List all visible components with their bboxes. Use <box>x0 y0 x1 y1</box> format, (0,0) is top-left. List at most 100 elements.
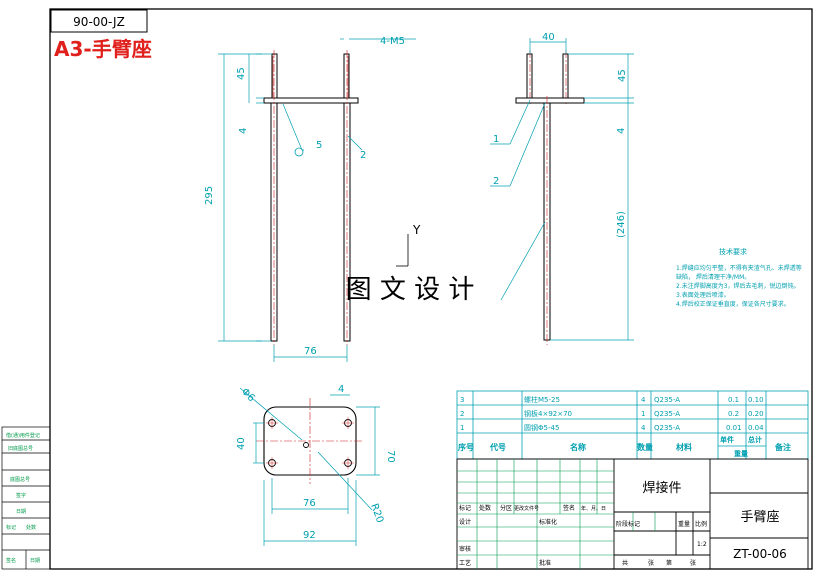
top-dim-4: 4 <box>338 384 344 395</box>
side-dim-40: 40 <box>542 32 555 43</box>
part-name: 手臂座 <box>740 510 779 525</box>
bom-table: 3 螺柱M5-25 4 Q235-A 0.1 0.10 2 钢板4×92×70 … <box>456 390 809 460</box>
rev-header-mark: 标记 <box>459 504 471 512</box>
bom-header-weight: 重量 <box>734 449 748 458</box>
sheet-border <box>49 8 813 570</box>
bom-header-seq: 序号 <box>458 442 474 452</box>
center-hole <box>303 442 309 448</box>
bom-header-single: 单件 <box>720 435 734 444</box>
bom-name: 螺柱M5-25 <box>524 395 560 404</box>
bom-seq: 3 <box>460 396 464 404</box>
strip-item: 借(通)用件登记 <box>6 432 40 439</box>
front-dim-295: 295 <box>204 186 215 205</box>
rev-header-count: 处数 <box>479 504 491 512</box>
front-balloon-2: 2 <box>360 150 366 161</box>
tech-note-line: 3.表面处理后喷漆。 <box>676 291 730 299</box>
scale-value: 1:2 <box>697 541 707 548</box>
side-balloon-2: 2 <box>493 176 499 187</box>
front-dim-45: 45 <box>236 67 247 80</box>
side-stud-left <box>526 53 533 99</box>
front-thread-label: 4-M5 <box>380 36 405 47</box>
weight-label: 重量 <box>678 520 690 528</box>
tech-note-line: 4.焊后校正保证垂直度，保证各尺寸要求。 <box>676 300 790 308</box>
strip-item: 处数 <box>26 524 36 531</box>
bom-header-total: 总计 <box>748 435 762 444</box>
bom-seq: 1 <box>460 424 464 432</box>
bom-material: Q235-A <box>654 396 680 404</box>
strip-item: 底图总号 <box>10 476 30 483</box>
sheet-unit-label: 张 <box>690 559 696 567</box>
bom-unit-weight: 0.01 <box>726 424 742 432</box>
front-balloon-5: 5 <box>316 140 322 151</box>
side-plate <box>515 97 585 104</box>
bom-header-qty: 数量 <box>637 442 653 452</box>
top-dim-92: 92 <box>303 530 316 541</box>
bom-total-weight: 0.20 <box>748 410 764 418</box>
side-view: 40 45 4 (246) 1 2 <box>490 32 634 345</box>
review-label: 审核 <box>459 545 471 553</box>
designer-label: 设计 <box>459 518 471 526</box>
rev-header-doc: 更改文件号 <box>514 505 539 512</box>
stage-mark-label: 阶段标记 <box>616 520 640 528</box>
top-dim-40: 40 <box>236 437 247 450</box>
tech-notes-title: 技术要求 <box>719 247 747 256</box>
top-dim-r20: R20 <box>368 502 385 524</box>
tech-note-line: 1.焊缝应均匀平整，不得有夹渣气孔、未焊透等 <box>676 264 802 272</box>
drawing-code: 90-00-JZ <box>73 15 125 29</box>
sheet-title: A3-手臂座 <box>54 37 152 61</box>
title-block: 标记 处数 分区 更改文件号 签名 年、月、日 设计 标准化 审核 工艺 批准 … <box>456 458 809 570</box>
strip-item: 日期 <box>16 509 26 515</box>
approve-label: 批准 <box>539 559 551 567</box>
bom-unit-weight: 0.1 <box>728 396 739 404</box>
strip-item: 签字 <box>16 492 26 499</box>
front-view: 4-M5 45 4 295 76 5 2 <box>204 36 416 362</box>
side-dim-4: 4 <box>616 128 627 134</box>
standardize-label: 标准化 <box>539 518 557 526</box>
bom-qty: 4 <box>641 396 646 404</box>
bom-unit-weight: 0.2 <box>728 410 739 418</box>
strip-item: 旧底图总号 <box>8 445 33 452</box>
tech-note-line: 2.未注焊脚高度为3，焊后去毛刺，锐边倒钝。 <box>676 282 800 290</box>
bom-material: Q235-A <box>654 424 680 432</box>
sheets-total-label: 共 <box>622 559 628 567</box>
axis-mark-y: Y <box>412 223 421 237</box>
balloon-5-circle <box>294 147 304 157</box>
watermark-text: 图 文 设 计 <box>346 275 475 305</box>
tech-note-line: 缺陷， 焊后清理干净/MM。 <box>676 273 750 281</box>
strip-item: 签名 <box>6 557 16 564</box>
front-dim-4: 4 <box>238 128 249 134</box>
bom-seq: 2 <box>460 410 464 418</box>
sheets-of-label: 张 <box>648 559 654 567</box>
part-code: ZT-00-06 <box>733 547 787 561</box>
top-view: Φ6 4 40 70 76 92 R20 <box>236 384 396 546</box>
bom-name: 钢板4×92×70 <box>524 409 572 418</box>
side-dim-246: (246) <box>616 211 627 238</box>
assembly-type: 焊接件 <box>642 480 681 496</box>
bom-qty: 4 <box>641 424 646 432</box>
bom-header-remark: 备注 <box>774 442 791 452</box>
sheet-no-label: 第 <box>666 559 672 567</box>
rev-header-zone: 分区 <box>500 504 512 512</box>
rev-header-date: 年、月、日 <box>581 505 606 512</box>
top-dim-76: 76 <box>303 498 316 509</box>
bom-material: Q235-A <box>654 410 680 418</box>
drawing-code-box <box>50 9 148 33</box>
bom-header-material: 材料 <box>676 442 692 452</box>
top-dim-70: 70 <box>385 450 396 463</box>
bom-total-weight: 0.04 <box>748 424 764 432</box>
bom-total-weight: 0.10 <box>748 396 764 404</box>
process-label: 工艺 <box>459 559 471 567</box>
bom-qty: 1 <box>641 410 645 418</box>
bom-name: 圆钢Φ5-45 <box>524 423 559 432</box>
strip-item: 日期 <box>30 558 40 564</box>
left-strip: 借(通)用件登记 旧底图总号 底图总号 签字 日期 标记 处数 签名 日期 <box>1 426 51 570</box>
side-dim-45: 45 <box>617 69 628 82</box>
strip-item: 标记 <box>6 524 16 531</box>
rev-header-sign: 签名 <box>563 504 575 512</box>
plate-front <box>263 97 359 104</box>
tech-notes: 技术要求 1.焊缝应均匀平整，不得有夹渣气孔、未焊透等 缺陷， 焊后清理干净/M… <box>676 247 802 308</box>
side-balloon-1: 1 <box>493 134 499 145</box>
bom-header-name: 名称 <box>570 442 586 452</box>
front-dim-76: 76 <box>304 346 317 357</box>
